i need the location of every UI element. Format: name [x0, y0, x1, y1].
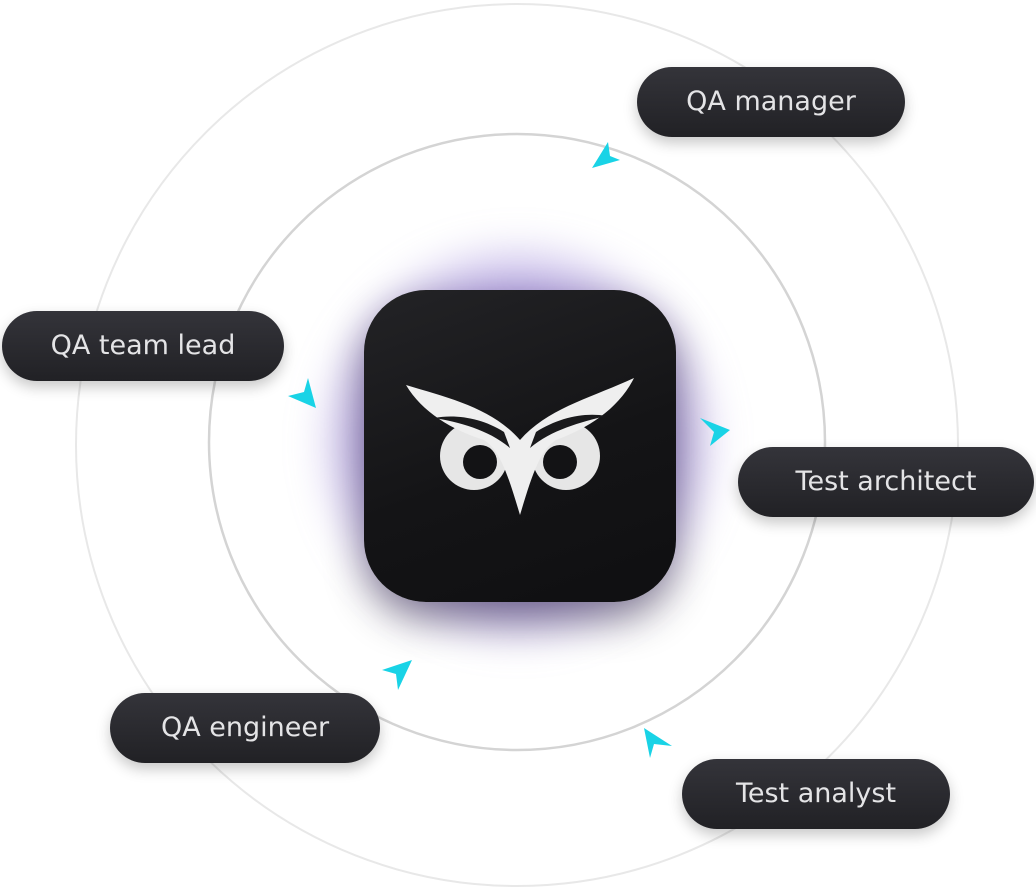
- arrow-icon: [588, 138, 622, 172]
- owl-icon: [406, 378, 634, 515]
- role-pill-qa-engineer: QA engineer: [110, 693, 380, 763]
- role-pill-test-architect: Test architect: [738, 447, 1034, 517]
- arrow-icon: [286, 376, 320, 410]
- inner-orbit-ring: [207, 132, 827, 752]
- arrow-icon: [640, 726, 674, 760]
- app-logo-tile: [364, 290, 676, 602]
- role-pill-qa-manager: QA manager: [637, 67, 905, 137]
- role-pill-qa-team-lead: QA team lead: [2, 311, 284, 381]
- outer-orbit-ring: [75, 3, 959, 887]
- arrow-icon: [698, 414, 732, 448]
- role-pill-test-analyst: Test analyst: [682, 759, 950, 829]
- arrow-icon: [380, 658, 414, 692]
